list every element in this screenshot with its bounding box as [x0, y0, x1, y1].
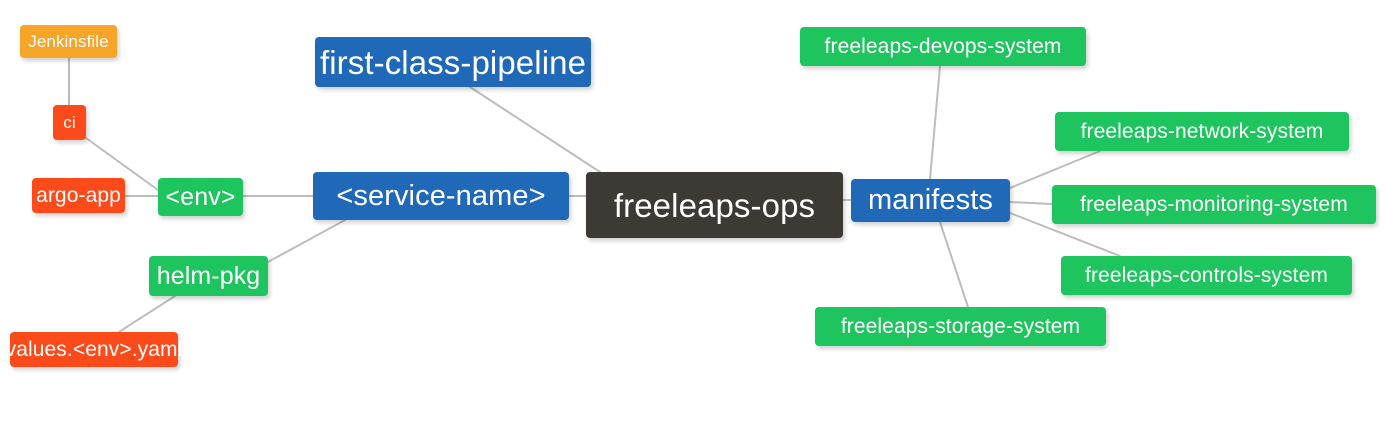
edge-ci-to-env	[85, 137, 159, 191]
edge-manifests-to-network-system	[1009, 150, 1101, 189]
edge-manifests-to-storage-system	[939, 221, 969, 308]
edge-manifests-to-controls-system	[1009, 212, 1121, 257]
edge-first-class-pipeline-to-freeleaps-ops	[469, 86, 601, 173]
node-controls-system[interactable]: freeleaps-controls-system	[1061, 256, 1352, 295]
edge-manifests-to-monitoring-system	[1009, 201, 1053, 205]
edge-helm-pkg-to-service-name	[267, 219, 346, 263]
node-values-yaml[interactable]: values.<env>.yaml	[6, 332, 182, 367]
node-freeleaps-ops[interactable]: freeleaps-ops	[586, 172, 843, 238]
node-devops-system[interactable]: freeleaps-devops-system	[800, 27, 1086, 66]
node-manifests[interactable]: manifests	[851, 179, 1010, 222]
node-monitoring-system[interactable]: freeleaps-monitoring-system	[1052, 185, 1376, 224]
node-helm-pkg[interactable]: helm-pkg	[149, 256, 268, 296]
node-storage-system[interactable]: freeleaps-storage-system	[815, 307, 1106, 346]
node-jenkinsfile[interactable]: Jenkinsfile	[20, 25, 117, 58]
edge-manifests-to-devops-system	[929, 65, 941, 180]
node-argo-app[interactable]: argo-app	[32, 178, 125, 213]
node-env[interactable]: <env>	[158, 178, 243, 216]
node-service-name[interactable]: <service-name>	[313, 172, 569, 220]
node-network-system[interactable]: freeleaps-network-system	[1055, 112, 1349, 151]
node-ci[interactable]: ci	[53, 105, 86, 140]
node-first-class-pipeline[interactable]: first-class-pipeline	[315, 37, 591, 87]
edge-values-yaml-to-helm-pkg	[118, 295, 176, 333]
